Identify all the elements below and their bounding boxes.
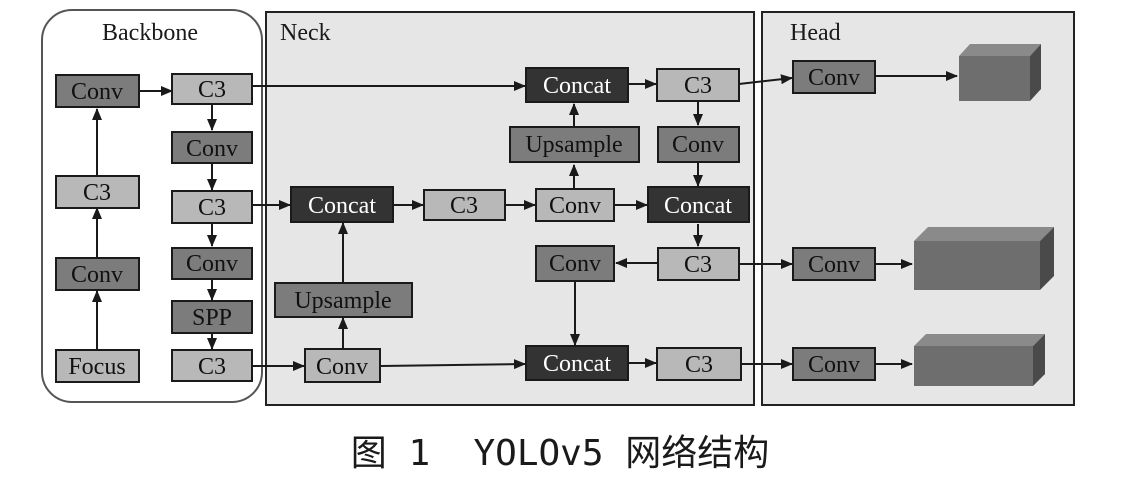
block-c3-neck-right-mid: C3	[657, 247, 740, 281]
head-title: Head	[790, 20, 841, 46]
block-concat-neck-top: Concat	[525, 67, 629, 103]
block-label: C3	[198, 354, 226, 380]
block-label: Concat	[543, 73, 611, 99]
neck-title: Neck	[280, 20, 331, 46]
block-conv-neck-mid: Conv	[535, 188, 615, 222]
figure-caption: 图 1 YOLOv5 网络结构	[351, 433, 769, 474]
block-conv-bb-4: Conv	[171, 247, 253, 280]
arrow-conv-neck-concat-bot	[379, 359, 526, 370]
block-c3-neck-top-right: C3	[656, 68, 740, 102]
block-label: Concat	[308, 193, 376, 219]
block-c3-bb-3: C3	[171, 190, 253, 224]
block-c3-bb-5: C3	[171, 349, 253, 382]
block-conv-neck-right: Conv	[657, 126, 740, 163]
block-c3-neck-mid: C3	[423, 189, 506, 221]
block-label: Concat	[543, 351, 611, 377]
block-conv-head-bot: Conv	[792, 347, 876, 381]
block-label: Upsample	[525, 132, 622, 158]
block-conv-neck-right-mid: Conv	[535, 245, 615, 282]
block-conv-head-mid: Conv	[792, 247, 876, 281]
block-label: Conv	[186, 136, 238, 162]
block-spp: SPP	[171, 300, 253, 334]
block-label: Focus	[68, 354, 125, 380]
block-label: C3	[685, 352, 713, 378]
block-c3-bb-left: C3	[55, 175, 140, 209]
block-conv-bb-top: Conv	[55, 74, 140, 108]
connections	[92, 71, 958, 371]
block-concat-neck-bot: Concat	[525, 345, 629, 381]
block-label: C3	[684, 252, 712, 278]
block-conv-head-top: Conv	[792, 60, 876, 94]
block-concat-neck-right: Concat	[647, 186, 750, 223]
output-box-top	[959, 44, 1041, 101]
block-conv-bb-mid: Conv	[55, 257, 140, 291]
backbone-title: Backbone	[102, 20, 198, 46]
output-box-mid	[914, 227, 1054, 290]
block-label: Conv	[808, 65, 860, 91]
block-upsample-neck-left: Upsample	[274, 282, 413, 318]
block-c3-neck-bot: C3	[656, 347, 742, 381]
block-label: Conv	[71, 79, 123, 105]
block-label: C3	[198, 77, 226, 103]
block-c3-bb-1: C3	[171, 73, 253, 105]
block-label: C3	[450, 193, 478, 219]
output-box-bot	[914, 334, 1045, 386]
block-label: C3	[684, 73, 712, 99]
block-label: SPP	[192, 305, 232, 331]
block-concat-neck-left: Concat	[290, 186, 394, 223]
block-label: Conv	[672, 132, 724, 158]
block-label: C3	[198, 195, 226, 221]
block-focus: Focus	[55, 349, 140, 383]
arrow-c3-conv-head-top	[738, 74, 793, 85]
block-label: C3	[83, 180, 111, 206]
block-label: Conv	[71, 262, 123, 288]
block-label: Concat	[664, 193, 732, 219]
block-upsample-neck-top: Upsample	[509, 126, 640, 163]
block-label: Conv	[316, 354, 368, 380]
block-conv-bb-2: Conv	[171, 131, 253, 164]
block-conv-neck-bot: Conv	[304, 348, 381, 383]
block-label: Upsample	[294, 288, 391, 314]
block-label: Conv	[549, 193, 601, 219]
block-label: Conv	[808, 252, 860, 278]
block-label: Conv	[549, 251, 601, 277]
block-label: Conv	[808, 352, 860, 378]
block-label: Conv	[186, 251, 238, 277]
